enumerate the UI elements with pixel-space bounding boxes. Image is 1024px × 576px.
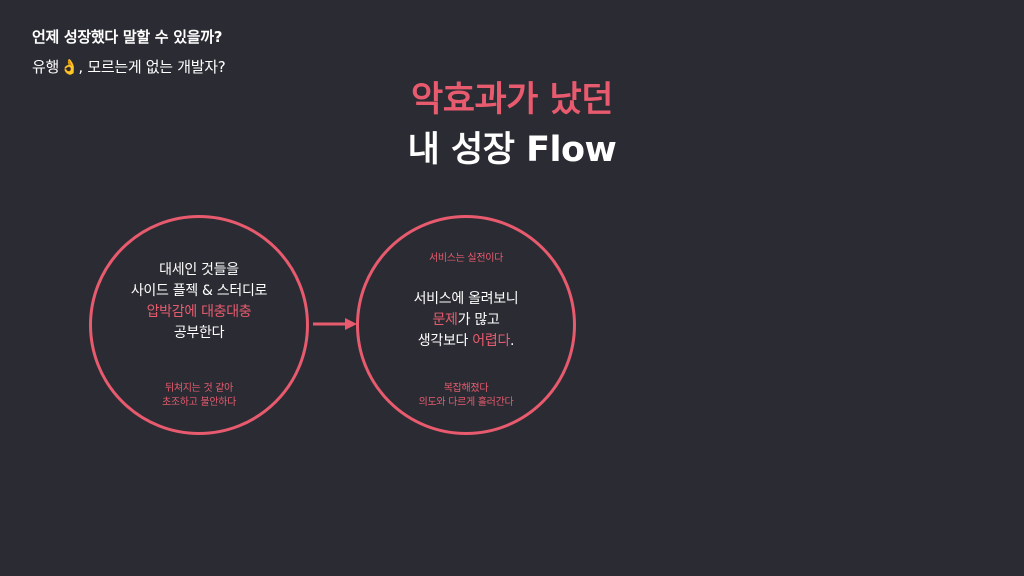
left-circle: 대세인 것들을 사이드 플젝 & 스터디로 압박감에 대충대충 공부한다 뒤쳐지…: [89, 215, 309, 435]
ok-hand-icon: 👌: [60, 58, 79, 76]
right-note-1: 복잡해졌다: [443, 383, 489, 394]
right-line-2-highlight: 문제: [432, 312, 458, 328]
right-line-1: 서비스에 올려보니: [413, 291, 519, 307]
header-sub-suffix: , 모르는게 없는 개발자?: [78, 58, 226, 76]
left-line-4: 공부한다: [173, 325, 225, 341]
left-note-2: 초조하고 불안하다: [161, 397, 237, 408]
right-circle-main: 서비스에 올려보니 문제가 많고 생각보다 어렵다.: [359, 289, 573, 352]
left-line-3: 압박감에 대충대충: [146, 304, 252, 320]
right-circle-top-note: 서비스는 실전이다: [428, 253, 504, 264]
title-block: 악효과가 났던 내 성장 Flow: [0, 78, 1024, 172]
header-subtitle: 유행👌, 모르는게 없는 개발자?: [32, 57, 226, 77]
left-line-1: 대세인 것들을: [159, 262, 239, 278]
left-note-1: 뒤쳐지는 것 같아: [164, 383, 234, 394]
header: 언제 성장했다 말할 수 있을까? 유행👌, 모르는게 없는 개발자?: [32, 27, 226, 77]
left-line-2: 사이드 플젝 & 스터디로: [130, 283, 268, 299]
right-line-3: 생각보다 어렵다.: [359, 331, 573, 352]
arrow-right-icon: [313, 318, 357, 330]
right-circle: 서비스는 실전이다 서비스에 올려보니 문제가 많고 생각보다 어렵다. 복잡해…: [356, 215, 576, 435]
header-question: 언제 성장했다 말할 수 있을까?: [32, 28, 223, 46]
right-line-3-highlight: 어렵다: [472, 333, 511, 349]
right-circle-note: 복잡해졌다 의도와 다르게 흘러간다: [359, 382, 573, 410]
header-sub-prefix: 유행: [32, 58, 60, 76]
right-line-3-suffix: .: [510, 333, 515, 349]
title-main: 내 성장 Flow: [407, 130, 617, 170]
left-circle-note: 뒤쳐지는 것 같아 초조하고 불안하다: [92, 382, 306, 410]
right-line-2-rest: 가 많고: [457, 312, 500, 328]
left-circle-main: 대세인 것들을 사이드 플젝 & 스터디로 압박감에 대충대충 공부한다: [92, 260, 306, 344]
title-highlight: 악효과가 났던: [411, 80, 613, 120]
right-line-3-prefix: 생각보다: [417, 333, 473, 349]
right-line-2: 문제가 많고: [359, 310, 573, 331]
right-note-2: 의도와 다르게 흘러간다: [418, 397, 514, 408]
